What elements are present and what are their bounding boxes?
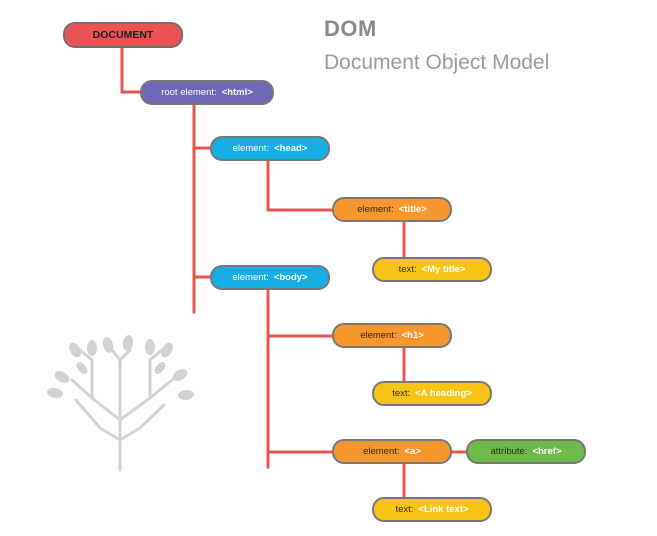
node-h1: element: <h1> [332,323,452,348]
node-body-tag: <body> [273,272,308,283]
node-h1-tag: <h1> [401,330,424,341]
node-a-text: text: <Link text> [372,497,492,522]
connector-head-title [266,159,334,212]
connector-document-html [120,46,142,94]
tree-icon [47,335,194,472]
node-h1-text-tag: <A heading> [415,388,472,399]
node-a-text-tag: <Link text> [418,504,469,515]
node-document-label: DOCUMENT [92,29,154,41]
node-html-tag: <html> [221,87,253,98]
node-title-kind: element: [357,204,394,215]
node-a: element: <a> [332,439,452,464]
node-h1-text-kind: text: [392,388,411,399]
node-h1-text: text: <A heading> [372,381,492,406]
diagram-title: DOM [324,16,377,41]
node-title-text-kind: text: [398,264,417,275]
node-href-kind: attribute: [490,446,528,457]
node-title-tag: <title> [398,204,427,215]
node-head: element: <head> [210,136,330,161]
node-h1-kind: element: [360,330,397,341]
node-href-tag: <href> [532,446,562,457]
node-a-text-kind: text: [395,504,414,515]
node-head-kind: element: [232,143,270,154]
node-body-kind: element: [232,272,269,283]
node-html-kind: root element: [161,87,217,98]
node-title-text: text: <My title> [372,257,492,282]
diagram-subtitle: Document Object Model [324,51,550,74]
node-a-tag: <a> [404,446,421,457]
node-title: element: <title> [332,197,452,222]
node-a-kind: element: [363,446,400,457]
node-root-html: root element: <html> [140,80,274,105]
node-document: DOCUMENT [63,22,183,48]
node-attribute-href: attribute: <href> [466,439,586,464]
node-head-tag: <head> [274,143,308,154]
node-body: element: <body> [210,265,330,290]
node-title-text-tag: <My title> [421,264,466,275]
